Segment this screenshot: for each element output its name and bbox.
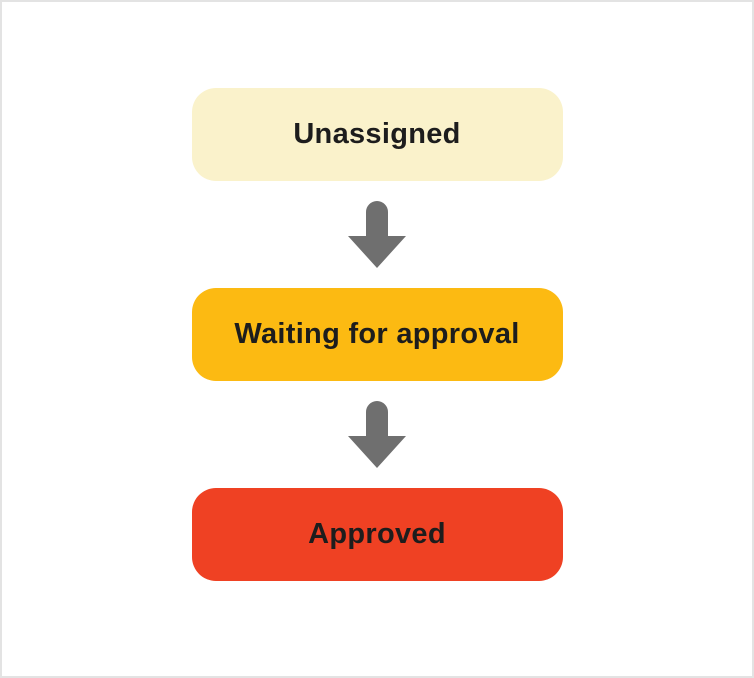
arrow-down-shape bbox=[348, 201, 406, 268]
flow-node-waiting-for-approval-label: Waiting for approval bbox=[234, 318, 520, 350]
arrow-down-shape bbox=[348, 401, 406, 468]
flow-node-waiting-for-approval: Waiting for approval bbox=[191, 288, 563, 381]
arrow-down-icon bbox=[348, 201, 406, 268]
arrow-down-icon bbox=[348, 401, 406, 468]
flow-node-unassigned-label: Unassigned bbox=[293, 118, 461, 150]
flow-node-unassigned: Unassigned bbox=[191, 88, 563, 181]
flow-node-approved: Approved bbox=[191, 488, 563, 581]
approval-flowchart: Unassigned Waiting for approval Approved bbox=[2, 2, 752, 581]
flow-node-approved-label: Approved bbox=[308, 518, 446, 550]
